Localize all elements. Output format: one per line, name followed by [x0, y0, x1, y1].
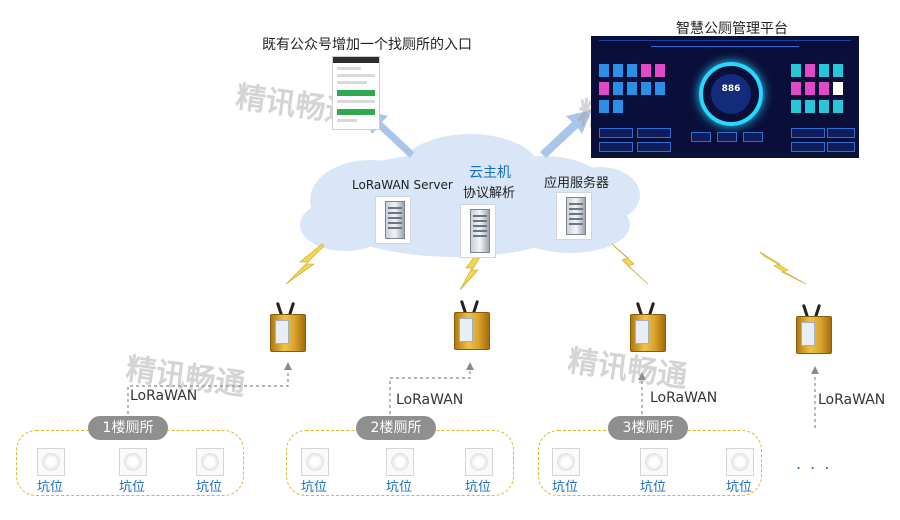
lorawan-link-label: LoRaWAN — [650, 390, 718, 406]
gateway-icon — [630, 301, 666, 352]
arrow-to-platform — [540, 110, 592, 158]
app-server-label: 应用服务器 — [544, 176, 610, 191]
pit-sensor-icon — [37, 448, 65, 476]
lorawan-link-label: LoRaWAN — [396, 392, 464, 408]
pit-sensor-icon — [386, 448, 414, 476]
pit-label: 坑位 — [300, 480, 327, 495]
gauge: 886 — [699, 62, 763, 126]
more-ellipsis: . . . — [796, 454, 832, 473]
pit-sensor-icon — [196, 448, 224, 476]
pit-label: 坑位 — [385, 480, 412, 495]
app-server-icon — [556, 192, 592, 240]
pit-sensor-icon — [301, 448, 329, 476]
floor-label: 1楼厕所 — [88, 416, 168, 440]
bolt-4 — [759, 251, 807, 285]
pit-label: 坑位 — [36, 480, 63, 495]
pit-label: 坑位 — [195, 480, 222, 495]
arrow-heads — [284, 362, 819, 380]
lorawan-link-label: LoRaWAN — [130, 388, 198, 404]
floor-label: 2楼厕所 — [356, 416, 436, 440]
pit-label: 坑位 — [551, 480, 578, 495]
dashboard-screenshot: 886 — [591, 36, 859, 158]
floor-label: 3楼厕所 — [608, 416, 688, 440]
lightning-bolts — [285, 243, 807, 291]
lorawan-server-icon — [375, 196, 411, 244]
dashed-connectors — [127, 368, 816, 428]
cloud-host-server-icon — [460, 204, 496, 258]
gauge-value: 886 — [721, 84, 741, 94]
bolt-1 — [285, 243, 325, 285]
pit-sensor-icon — [465, 448, 493, 476]
phone-screenshot — [332, 56, 380, 130]
pit-sensor-icon — [640, 448, 668, 476]
pit-sensor-icon — [119, 448, 147, 476]
pit-label: 坑位 — [639, 480, 666, 495]
lorawan-link-label: LoRaWAN — [818, 392, 886, 408]
bolt-3 — [611, 243, 649, 285]
gateway-icon — [270, 301, 306, 352]
pit-sensor-icon — [552, 448, 580, 476]
pit-sensor-icon — [726, 448, 754, 476]
gateway-icon — [454, 299, 490, 350]
cloud-host-subtitle: 协议解析 — [463, 186, 516, 201]
pit-label: 坑位 — [464, 480, 491, 495]
gateway-icon — [796, 303, 832, 354]
public-account-caption: 既有公众号增加一个找厕所的入口 — [262, 37, 472, 53]
lorawan-server-label: LoRaWAN Server — [352, 178, 453, 192]
platform-caption: 智慧公厕管理平台 — [676, 21, 788, 37]
pit-label: 坑位 — [118, 480, 145, 495]
cloud-host-title: 云主机 — [469, 165, 511, 181]
pit-label: 坑位 — [725, 480, 752, 495]
